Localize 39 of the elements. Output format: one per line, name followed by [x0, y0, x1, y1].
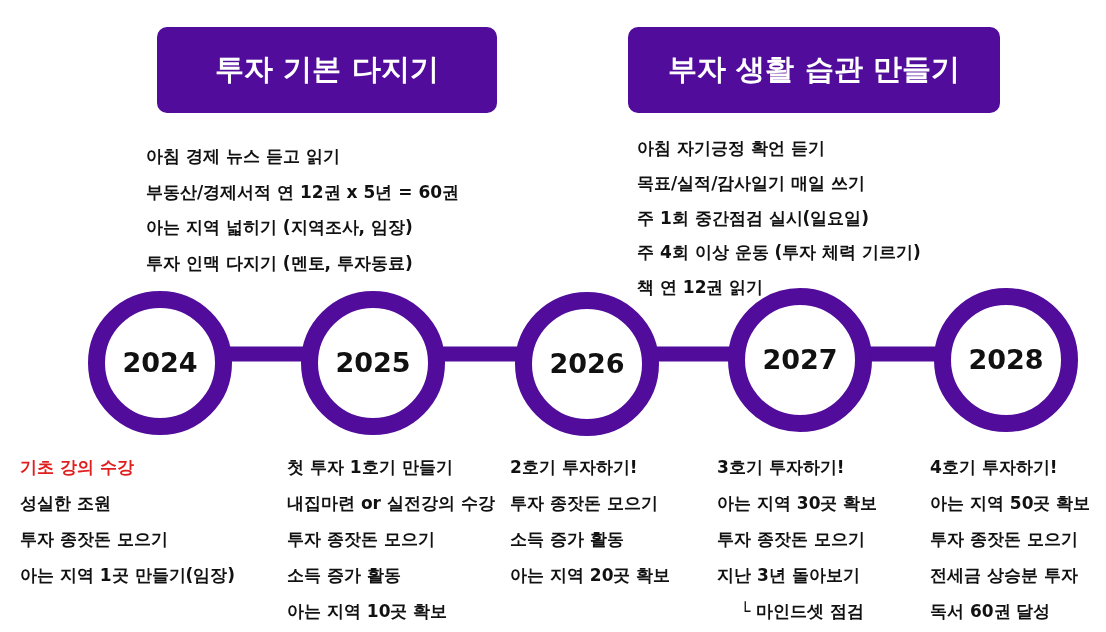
list-item: 투자 종잣돈 모으기: [930, 530, 1078, 550]
list-item: 아는 지역 넓히기 (지역조사, 임장): [146, 218, 413, 238]
list-item: 투자 종잣돈 모으기: [20, 530, 168, 550]
year-label: 2025: [335, 348, 411, 378]
list-item: 기초 강의 수강: [20, 458, 134, 478]
list-item: 독서 60권 달성: [930, 602, 1051, 622]
list-item: 투자 종잣돈 모으기: [510, 494, 658, 514]
list-item: 소득 증가 활동: [510, 530, 624, 550]
list-item: 아침 경제 뉴스 듣고 읽기: [146, 147, 340, 167]
list-item: 부동산/경제서적 연 12권 x 5년 = 60권: [146, 182, 460, 203]
section-header: 부자 생활 습관 만들기: [628, 27, 1000, 113]
list-item: 아는 지역 20곳 확보: [510, 566, 671, 586]
list-item: 투자 종잣돈 모으기: [717, 530, 865, 550]
list-item: 3호기 투자하기!: [717, 458, 845, 478]
list-item: 2호기 투자하기!: [510, 458, 638, 478]
year-label: 2027: [762, 345, 838, 375]
list-item: 투자 종잣돈 모으기: [287, 530, 435, 550]
list-item: 아는 지역 1곳 만들기(임장): [20, 566, 236, 586]
list-item: 목표/실적/감사일기 매일 쓰기: [637, 173, 866, 194]
list-item: 아는 지역 50곳 확보: [930, 494, 1091, 514]
year-label: 2028: [968, 345, 1044, 375]
list-item: 주 4회 이상 운동 (투자 체력 기르기): [637, 243, 921, 263]
list-item: 전세금 상승분 투자: [930, 566, 1078, 586]
list-item: 소득 증가 활동: [287, 566, 401, 586]
section-header: 투자 기본 다지기: [157, 27, 497, 113]
year-label: 2024: [122, 348, 198, 378]
list-item: └ 마인드셋 점검: [740, 602, 865, 622]
list-item: 책 연 12권 읽기: [637, 278, 764, 298]
list-item: 지난 3년 돌아보기: [717, 566, 860, 586]
list-item: 주 1회 중간점검 실시(일요일): [637, 208, 870, 229]
list-item: 아는 지역 30곳 확보: [717, 494, 878, 514]
list-item: 아는 지역 10곳 확보: [287, 602, 448, 622]
list-item: 투자 인맥 다지기 (멘토, 투자동료): [146, 253, 413, 274]
list-item: 4호기 투자하기!: [930, 458, 1058, 478]
list-item: 첫 투자 1호기 만들기: [287, 458, 453, 478]
list-item: 내집마련 or 실전강의 수강: [287, 494, 495, 514]
list-item: 아침 자기긍정 확언 듣기: [637, 139, 825, 159]
list-item: 성실한 조원: [20, 494, 111, 514]
year-label: 2026: [549, 349, 625, 379]
